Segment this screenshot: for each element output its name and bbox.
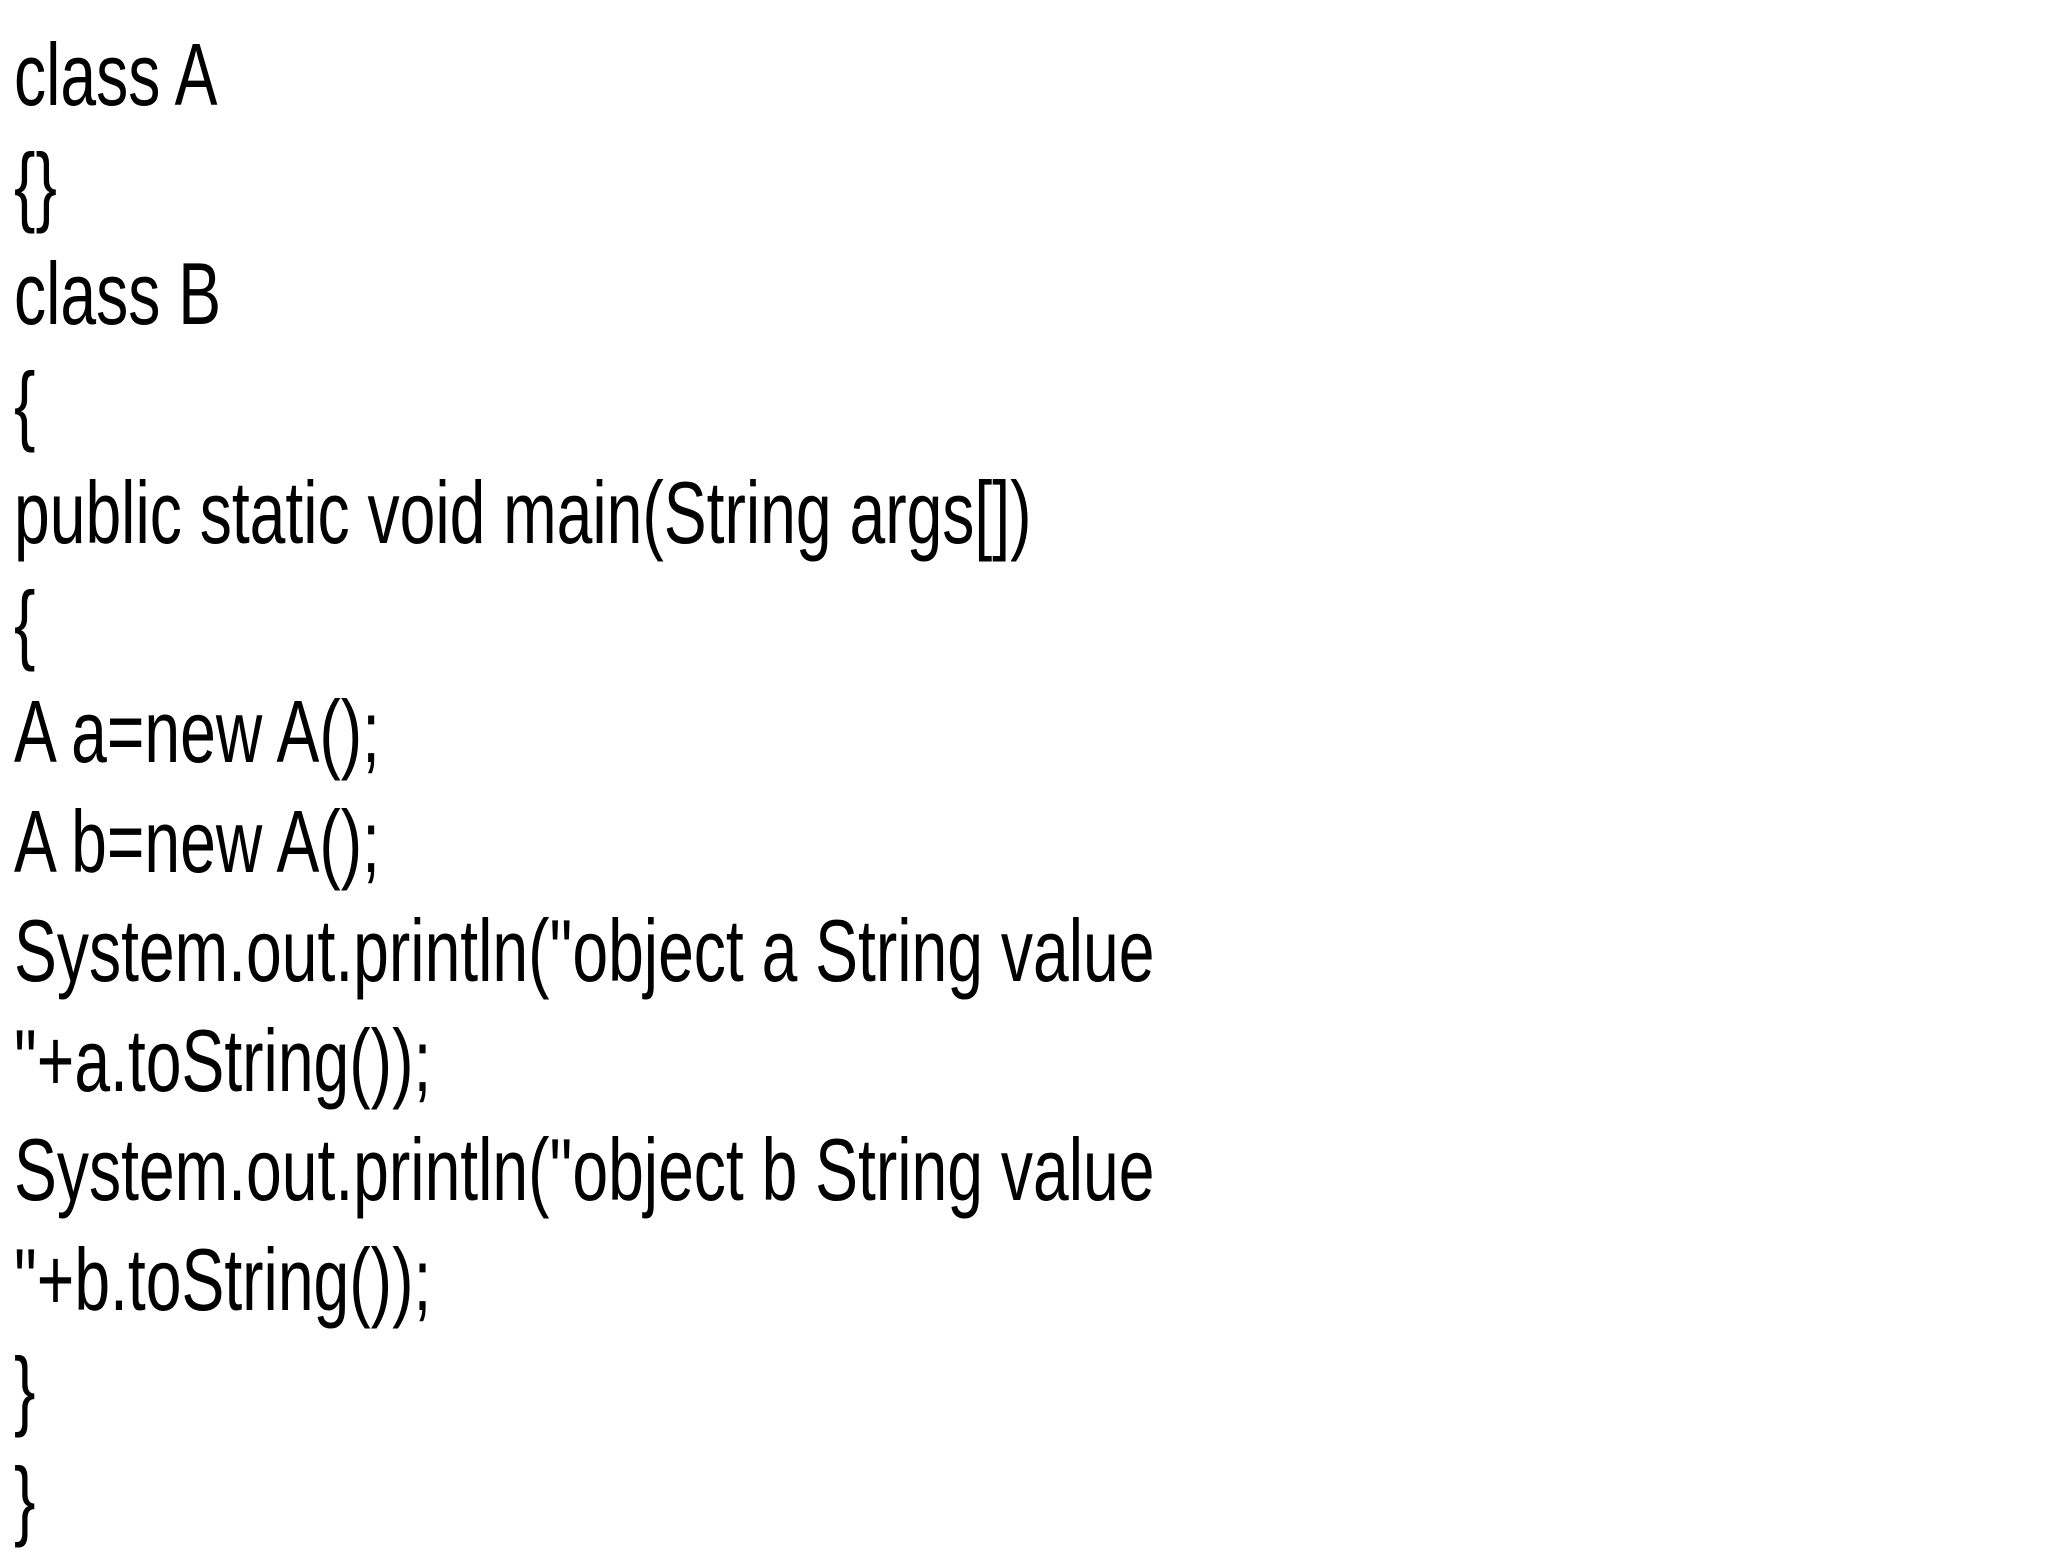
code-line: }	[14, 1334, 2048, 1444]
code-line: public static void main(String args[])	[14, 458, 2048, 568]
code-line: {}	[14, 130, 2048, 240]
code-line: "+a.toString());	[14, 1006, 2048, 1116]
code-line: System.out.println("object b String valu…	[14, 1115, 2048, 1225]
code-line: }	[14, 1444, 2048, 1553]
code-line: {	[14, 349, 2048, 459]
code-line: A a=new A();	[14, 677, 2048, 787]
code-block: class A {} class B { public static void …	[14, 20, 2048, 1553]
code-line: class B	[14, 239, 2048, 349]
code-line: "+b.toString());	[14, 1225, 2048, 1335]
code-line: {	[14, 568, 2048, 678]
code-line: System.out.println("object a String valu…	[14, 896, 2048, 1006]
code-line: class A	[14, 20, 2048, 130]
code-line: A b=new A();	[14, 787, 2048, 897]
